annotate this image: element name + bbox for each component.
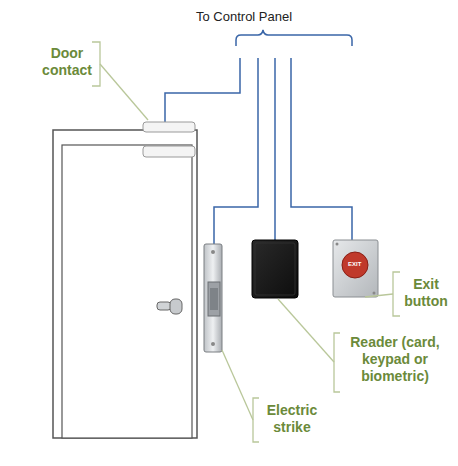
callout-label: Electric strike bbox=[260, 402, 324, 436]
door bbox=[53, 130, 197, 438]
button-text: EXIT bbox=[348, 261, 361, 268]
callout-label: Reader (card, keypad or biometric) bbox=[340, 334, 450, 384]
callout-label: Exit button bbox=[401, 276, 451, 310]
panel-brace bbox=[236, 30, 352, 46]
electric-strike bbox=[204, 244, 222, 352]
callout-label: Door contact bbox=[40, 45, 94, 79]
door-contact bbox=[143, 122, 195, 157]
card-reader bbox=[252, 240, 298, 298]
panel-label: To Control Panel bbox=[196, 9, 292, 25]
exit-button bbox=[333, 240, 378, 297]
callout-brackets bbox=[92, 42, 400, 442]
